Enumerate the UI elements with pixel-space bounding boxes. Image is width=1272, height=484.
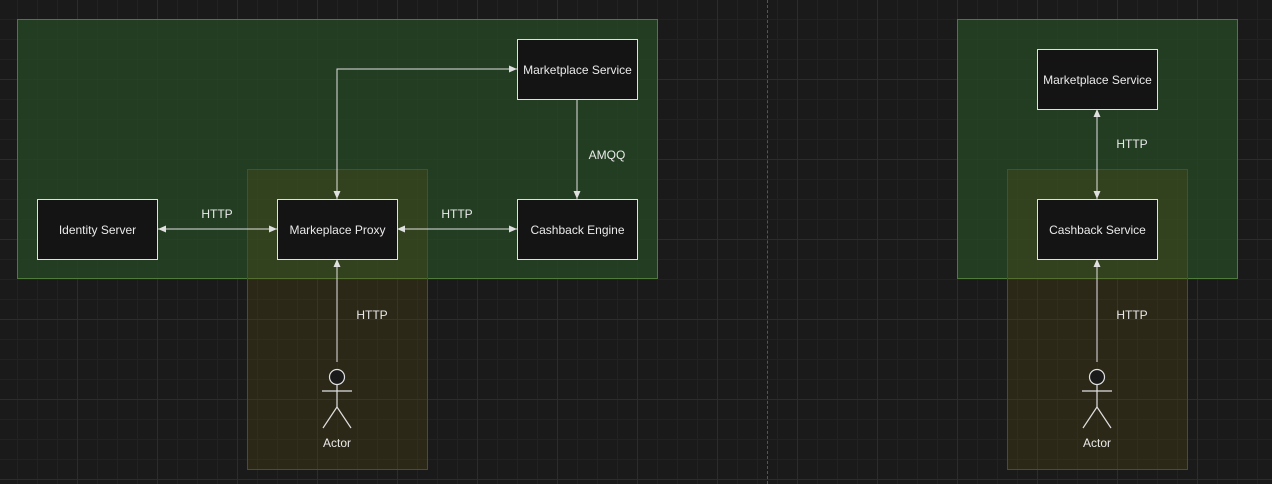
right-actor-figure	[1082, 368, 1112, 429]
marketplace-service-node[interactable]: Marketplace Service	[517, 39, 638, 100]
cashback-engine-node[interactable]: Cashback Engine	[517, 199, 638, 260]
edge-label-identity-proxy: HTTP	[201, 207, 233, 221]
edge-label-right-cashback-service: HTTP	[1116, 137, 1148, 151]
edge-label-service-cashback: AMQQ	[588, 148, 626, 162]
edge-label-right-actor-cashback: HTTP	[1116, 308, 1148, 322]
cashback-service-node[interactable]: Cashback Service	[1037, 199, 1158, 260]
right-marketplace-service-node[interactable]: Marketplace Service	[1037, 49, 1158, 110]
left-actor-label: Actor	[322, 436, 352, 450]
identity-server-node[interactable]: Identity Server	[37, 199, 158, 260]
page-divider	[767, 0, 768, 484]
edge-label-actor-proxy: HTTP	[356, 308, 388, 322]
marketplace-proxy-node[interactable]: Markeplace Proxy	[277, 199, 398, 260]
right-actor-label: Actor	[1082, 436, 1112, 450]
left-actor-figure	[322, 368, 352, 429]
edge-proxy-service	[333, 65, 517, 199]
edge-label-proxy-cashback: HTTP	[441, 207, 473, 221]
